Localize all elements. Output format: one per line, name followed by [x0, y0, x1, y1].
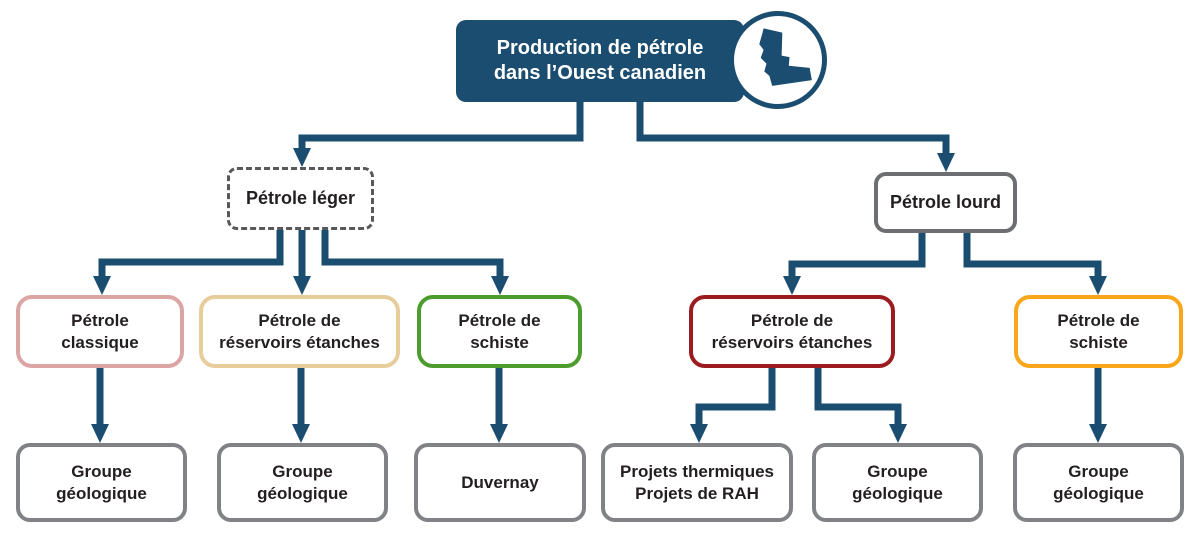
node-petrole-leger: Pétrole léger: [227, 167, 374, 230]
node-production-title: Production de pétrole dans l’Ouest canad…: [456, 20, 744, 102]
node-label: géologique: [1053, 483, 1144, 503]
node-petrole-lourd: Pétrole lourd: [874, 172, 1017, 233]
node-reservoirs-etanches-lourd: Pétrole de réservoirs étanches: [689, 295, 895, 368]
western-canada-map-icon: [729, 11, 827, 109]
node-label: Pétrole de: [750, 311, 834, 331]
node-groupe-geologique-etanches-lourd: Groupe géologique: [812, 443, 983, 522]
connector-etanches-lourd-to-groupe: [814, 366, 907, 443]
node-label: géologique: [852, 483, 943, 503]
western-canada-map-shape: [759, 28, 812, 86]
node-petrole-classique: Pétrole classique: [16, 295, 184, 368]
node-duvernay: Duvernay: [414, 443, 586, 522]
node-label: réservoirs étanches: [219, 332, 380, 352]
node-groupe-geologique-etanches-leger: Groupe géologique: [217, 443, 388, 522]
node-petrole-schiste-leger: Pétrole de schiste: [417, 295, 582, 368]
node-label: classique: [61, 332, 139, 352]
node-label: Pétrole de: [458, 311, 541, 331]
node-label: Pétrole: [71, 311, 129, 331]
node-label: Groupe: [1068, 462, 1129, 482]
node-projets-thermiques-rah: Projets thermiques Projets de RAH: [601, 443, 793, 522]
node-label: Projets de RAH: [635, 483, 759, 503]
node-groupe-geologique-classique: Groupe géologique: [16, 443, 187, 522]
node-label: Pétrole lourd: [889, 192, 1001, 213]
node-label: schiste: [1069, 332, 1128, 352]
node-label: géologique: [257, 483, 348, 503]
node-label: réservoirs étanches: [711, 332, 873, 352]
connector-lourd-to-etanches: [783, 231, 926, 295]
title-line: dans l’Ouest canadien: [493, 62, 707, 84]
connector-root-to-lourd: [636, 100, 955, 172]
node-label: Groupe: [71, 462, 132, 482]
node-label: Pétrole léger: [245, 188, 356, 209]
node-label: Pétrole de: [1057, 311, 1140, 331]
node-label: géologique: [56, 483, 147, 503]
node-label: Groupe: [272, 462, 333, 482]
node-label: Groupe: [867, 462, 928, 482]
node-reservoirs-etanches-leger: Pétrole de réservoirs étanches: [199, 295, 400, 368]
connector-root-to-leger: [293, 100, 584, 167]
node-petrole-schiste-lourd: Pétrole de schiste: [1014, 295, 1183, 368]
connector-lourd-to-schiste: [963, 231, 1107, 295]
title-line: Production de pétrole: [496, 37, 704, 59]
connector-etanches-lourd-to-projets: [690, 366, 776, 443]
connector-leger-to-schiste: [321, 228, 509, 295]
node-label: schiste: [470, 332, 529, 352]
node-label: Projets thermiques: [620, 462, 774, 482]
node-label: Pétrole de: [258, 311, 341, 331]
connector-leger-to-classique: [93, 228, 284, 295]
node-groupe-geologique-schiste-lourd: Groupe géologique: [1013, 443, 1184, 522]
node-label: Duvernay: [461, 472, 539, 492]
